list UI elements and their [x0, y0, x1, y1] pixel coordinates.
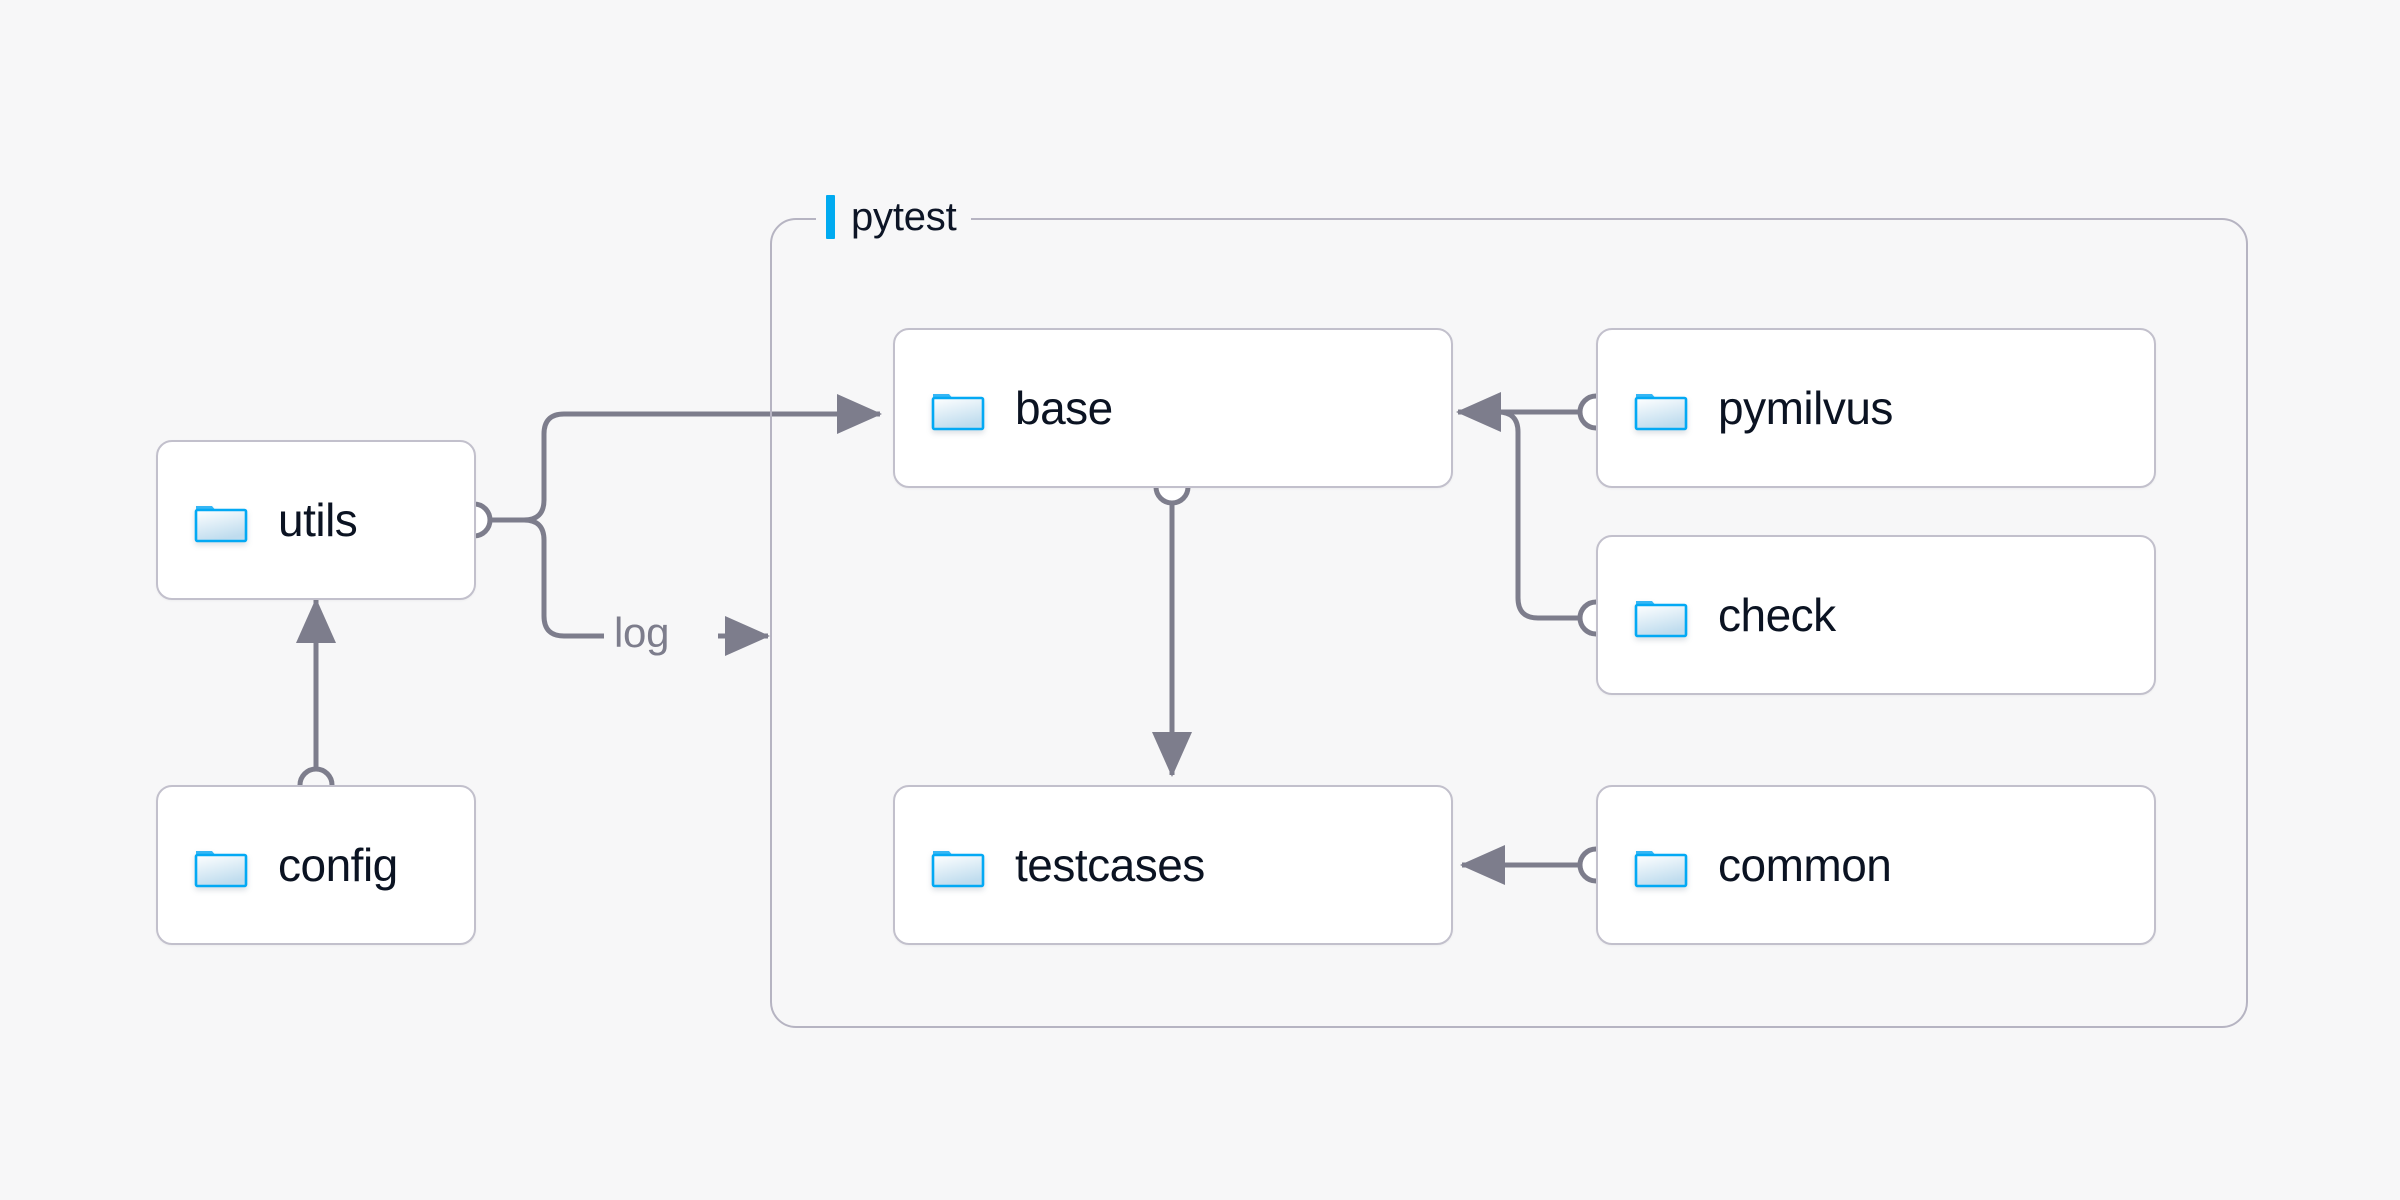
folder-icon [931, 394, 985, 431]
folder-icon [1634, 394, 1688, 431]
edge-label-log: log [604, 612, 680, 654]
node-utils[interactable]: utils [156, 440, 476, 600]
node-base[interactable]: base [893, 328, 1453, 488]
node-check[interactable]: check [1596, 535, 2156, 695]
node-label: config [278, 839, 398, 891]
group-label-pytest: pytest [816, 190, 971, 244]
edge-utils-to-log [523, 517, 612, 639]
node-label: pymilvus [1718, 382, 1893, 434]
folder-icon [1634, 851, 1688, 888]
node-common[interactable]: common [1596, 785, 2156, 945]
node-pymilvus[interactable]: pymilvus [1596, 328, 2156, 488]
folder-icon [931, 851, 985, 888]
node-label: testcases [1015, 839, 1205, 891]
node-config[interactable]: config [156, 785, 476, 945]
group-label-text: pytest [851, 195, 957, 239]
node-label: common [1718, 839, 1892, 891]
folder-icon [1634, 601, 1688, 638]
group-accent-bar [826, 195, 835, 239]
folder-icon [194, 851, 248, 888]
node-label: base [1015, 382, 1113, 434]
node-label: utils [278, 494, 358, 546]
group-container-pytest [770, 218, 2248, 1028]
node-testcases[interactable]: testcases [893, 785, 1453, 945]
folder-icon [194, 506, 248, 543]
node-label: check [1718, 589, 1836, 641]
